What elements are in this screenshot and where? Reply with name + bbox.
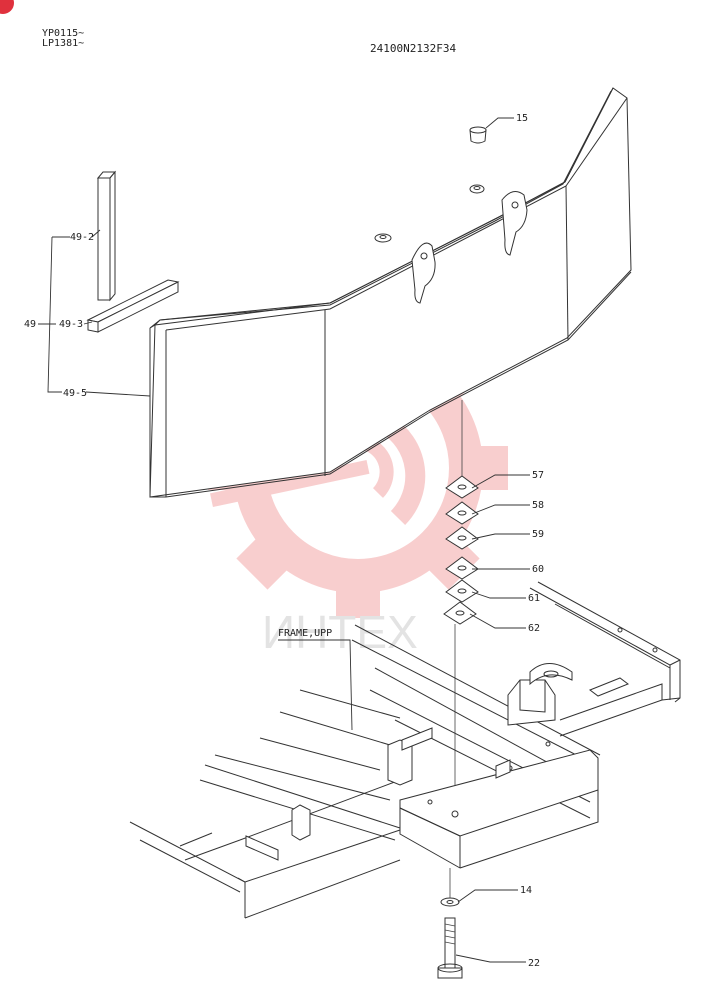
corner-badge xyxy=(0,0,14,14)
callout-49: 49 xyxy=(24,319,36,330)
callout-14: 14 xyxy=(520,885,532,896)
shim-stack xyxy=(443,400,479,810)
callout-58: 58 xyxy=(532,500,544,511)
frame-label: FRAME,UPP xyxy=(278,628,332,639)
callout-61: 61 xyxy=(528,593,540,604)
callout-57: 57 xyxy=(532,470,544,481)
callout-49-2: 49-2 xyxy=(70,232,94,243)
serial-range-2: LP1381~ xyxy=(42,38,85,49)
serial-range-1: YP0115~ xyxy=(42,28,85,39)
bar-49-3 xyxy=(86,279,180,333)
upper-frame xyxy=(129,581,681,919)
counterweight xyxy=(149,87,632,498)
callout-15: 15 xyxy=(516,113,528,124)
bar-49-2 xyxy=(96,170,117,302)
leader-lines xyxy=(38,117,530,963)
callout-49-5: 49-5 xyxy=(63,388,87,399)
watermark-text: ИНТЕХ xyxy=(262,606,418,658)
washer-14 xyxy=(440,868,460,907)
callout-59: 59 xyxy=(532,529,544,540)
callout-60: 60 xyxy=(532,564,544,575)
callout-49-3: 49-3 xyxy=(59,319,83,330)
callout-62: 62 xyxy=(528,623,540,634)
drawing-code: 24100N2132F34 xyxy=(370,42,457,55)
callout-22: 22 xyxy=(528,958,540,969)
bolt-22 xyxy=(437,917,463,979)
